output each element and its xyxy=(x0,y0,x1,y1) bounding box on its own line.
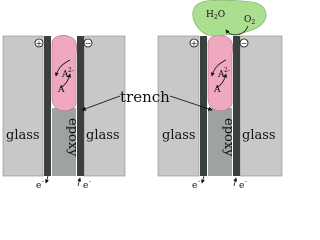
redox-cycle-arrow-icon xyxy=(210,59,227,77)
oxidized-charge: 2- xyxy=(224,67,230,74)
electron-sup-left: - xyxy=(42,178,44,185)
cathode-electrode xyxy=(233,36,240,176)
electron-arrow-icon xyxy=(44,175,49,184)
epoxy-block xyxy=(208,108,232,176)
electron-label-left: e xyxy=(36,181,41,189)
anode-electrode xyxy=(200,36,207,176)
anode-sign: + xyxy=(191,39,198,48)
redox-return-arrow xyxy=(59,73,72,89)
negative-terminal-icon xyxy=(83,38,93,48)
glass-block-left xyxy=(157,35,200,177)
epoxy-label: epoxy xyxy=(221,118,236,157)
redox-return-arrow xyxy=(215,73,228,89)
glass-label-left: glass xyxy=(162,128,196,143)
anode-electrode xyxy=(44,36,51,176)
electron-arrow-right xyxy=(77,177,82,187)
glass-block-right xyxy=(83,35,126,177)
electron-label-right: e xyxy=(239,181,244,189)
left-panel: + − A 2- A glass glass epoxy e - e - xyxy=(2,34,126,189)
oxidized-species-label: A xyxy=(61,70,69,80)
water-label: H2O xyxy=(206,10,225,21)
right-panel: + − H2O O2 A 2- A glass glass epoxy e - … xyxy=(157,0,283,189)
glass-block-right xyxy=(239,35,283,177)
electron-arrow-icon xyxy=(200,175,205,184)
electron-label-right: e xyxy=(83,181,88,189)
positive-terminal-icon xyxy=(34,38,44,48)
cathode-sign: − xyxy=(85,39,92,48)
glass-label-right: glass xyxy=(242,128,276,143)
analyte-droplet xyxy=(51,34,78,112)
trench-pointer-left xyxy=(81,95,121,111)
glass-block-left xyxy=(2,35,44,177)
negative-terminal-icon xyxy=(239,38,249,48)
electron-sup-left: - xyxy=(198,178,200,185)
redox-cycle-arrow-icon xyxy=(54,59,71,77)
epoxy-block xyxy=(52,108,76,176)
electron-label-left: e xyxy=(192,181,197,189)
water-oxidation-arrow xyxy=(225,25,249,36)
oxidized-species-label: A xyxy=(217,70,225,80)
cathode-electrode xyxy=(77,36,84,176)
positive-terminal-icon xyxy=(189,38,199,48)
trench-pointer-right xyxy=(169,95,213,111)
trench-label: trench xyxy=(120,88,170,106)
electron-arrow-right xyxy=(233,177,238,187)
reduced-species-label: A xyxy=(57,85,65,95)
epoxy-label: epoxy xyxy=(65,118,80,157)
electron-sup-right: - xyxy=(89,178,91,185)
oxygen-label: O2 xyxy=(244,15,255,26)
electrochemical-trench-diagram: + − A 2- A glass glass epoxy e - e - + −… xyxy=(2,0,283,189)
cathode-sign: − xyxy=(241,39,248,48)
glass-label-left: glass xyxy=(6,128,40,143)
glass-label-right: glass xyxy=(86,128,120,143)
electron-sup-right: - xyxy=(245,178,247,185)
anode-sign: + xyxy=(36,39,43,48)
reduced-species-label: A xyxy=(213,85,221,95)
oxidized-charge: 2- xyxy=(68,67,74,74)
